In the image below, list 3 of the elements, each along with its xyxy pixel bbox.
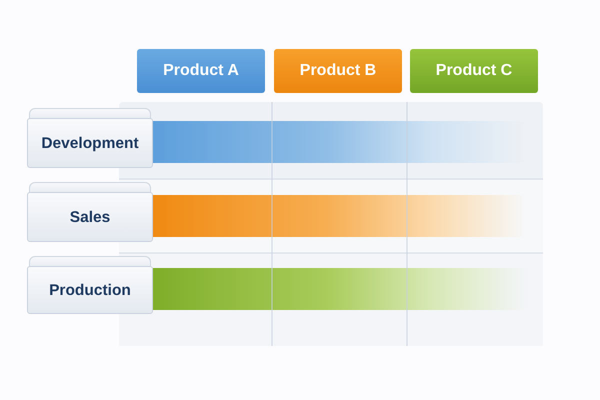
column-header: Product C: [410, 49, 538, 93]
column-header: Product A: [137, 49, 265, 93]
column-header: Product B: [274, 49, 402, 93]
